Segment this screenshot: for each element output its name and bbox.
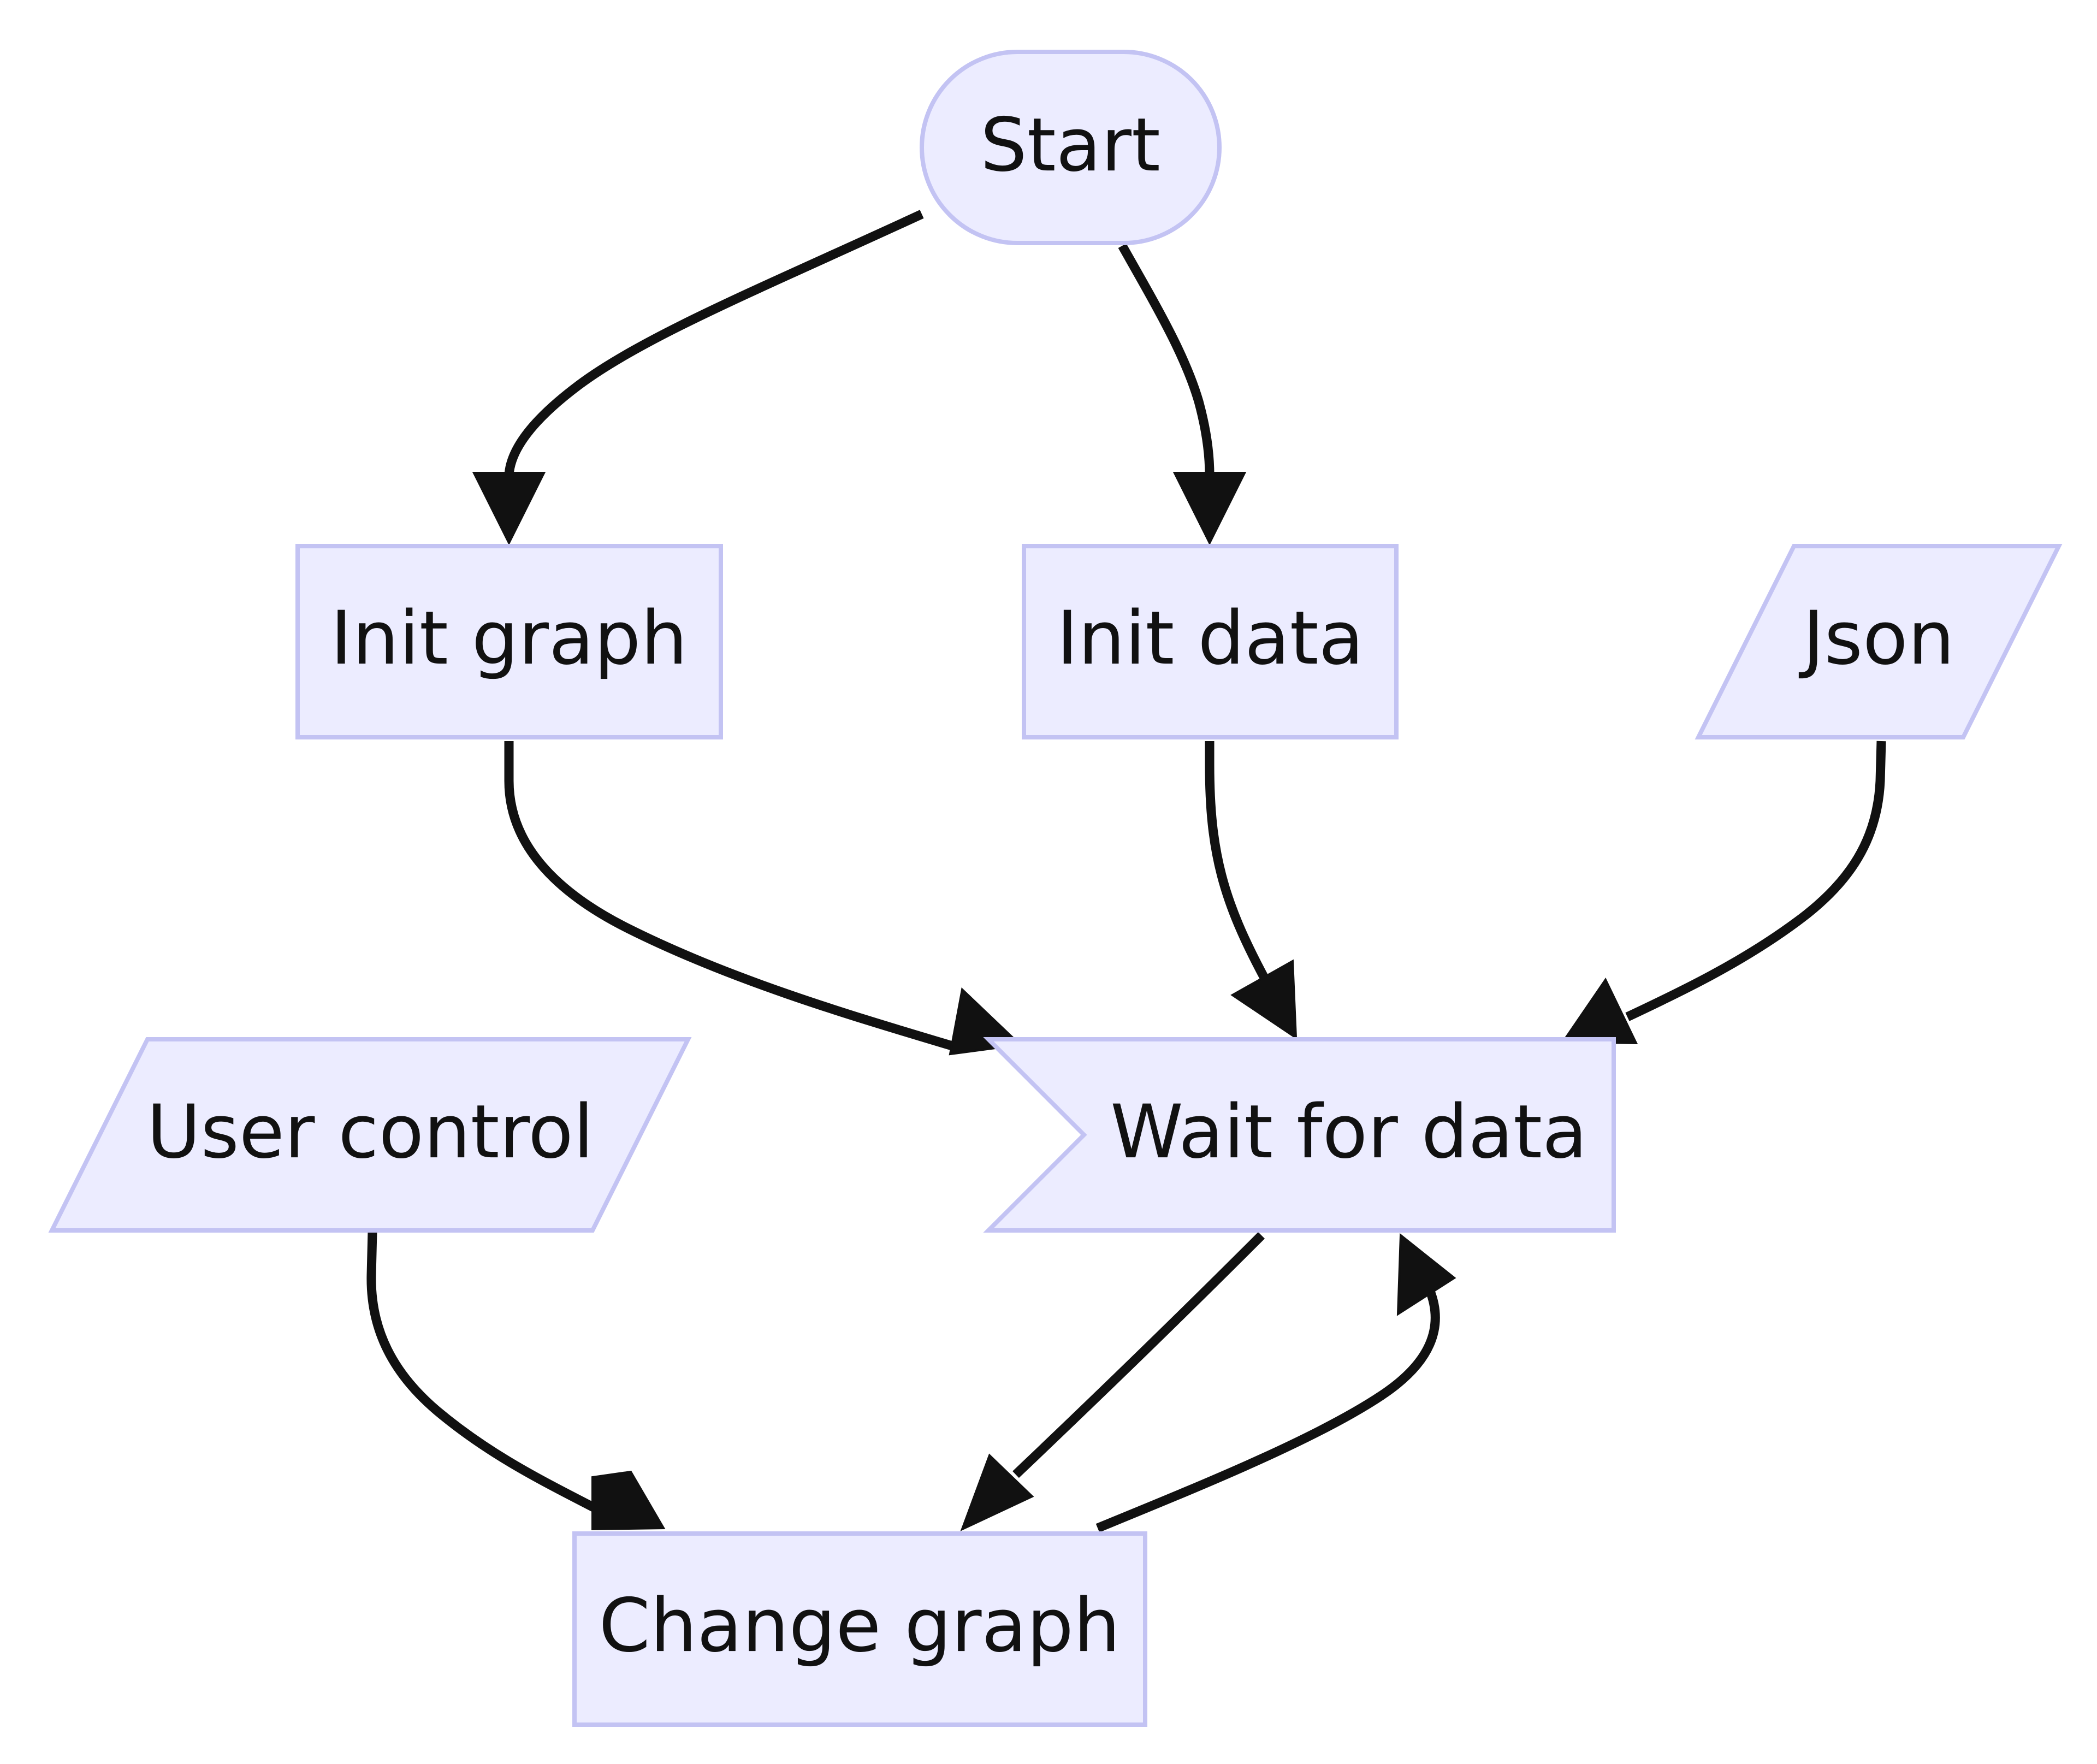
- edge-init-graph-to-wait: [504, 741, 963, 1053]
- arrowhead-wait-from-json: [1561, 978, 1638, 1045]
- node-init-graph-label: Init graph: [330, 595, 688, 681]
- node-wait-for-data[interactable]: Wait for data: [983, 1037, 1616, 1233]
- node-user-control-label: User control: [147, 1089, 594, 1175]
- arrowhead-init-data: [1172, 472, 1247, 546]
- edge-change-graph-to-wait: [1095, 1288, 1440, 1532]
- node-json[interactable]: Json: [1695, 544, 2063, 739]
- node-json-label: Json: [1799, 595, 1954, 681]
- node-change-graph[interactable]: Change graph: [572, 1531, 1147, 1727]
- node-user-control[interactable]: User control: [48, 1037, 692, 1233]
- node-init-graph[interactable]: Init graph: [295, 544, 723, 739]
- node-wait-for-data-label: Wait for data: [1110, 1089, 1587, 1175]
- edge-user-control-to-change-graph: [366, 1231, 608, 1518]
- edge-wait-to-change-graph: [1012, 1232, 1265, 1478]
- arrowhead-wait-from-change-graph: [1396, 1233, 1456, 1316]
- edge-json-to-wait: [1625, 741, 1886, 1021]
- node-start[interactable]: Start: [920, 50, 1222, 245]
- node-change-graph-label: Change graph: [599, 1583, 1121, 1668]
- arrowhead-change-graph-from-user-control: [591, 1470, 666, 1531]
- arrowhead-init-graph: [472, 472, 546, 546]
- edges: [366, 210, 1886, 1532]
- node-init-data[interactable]: Init data: [1022, 544, 1399, 739]
- edge-start-to-init-graph: [504, 210, 924, 476]
- edge-init-data-to-wait: [1205, 741, 1269, 980]
- edge-start-to-init-data: [1118, 243, 1215, 476]
- arrowhead-change-graph-from-wait: [960, 1453, 1034, 1531]
- node-init-data-label: Init data: [1057, 595, 1364, 681]
- arrowhead-wait-from-init-data: [1230, 959, 1298, 1040]
- node-start-label: Start: [980, 102, 1160, 188]
